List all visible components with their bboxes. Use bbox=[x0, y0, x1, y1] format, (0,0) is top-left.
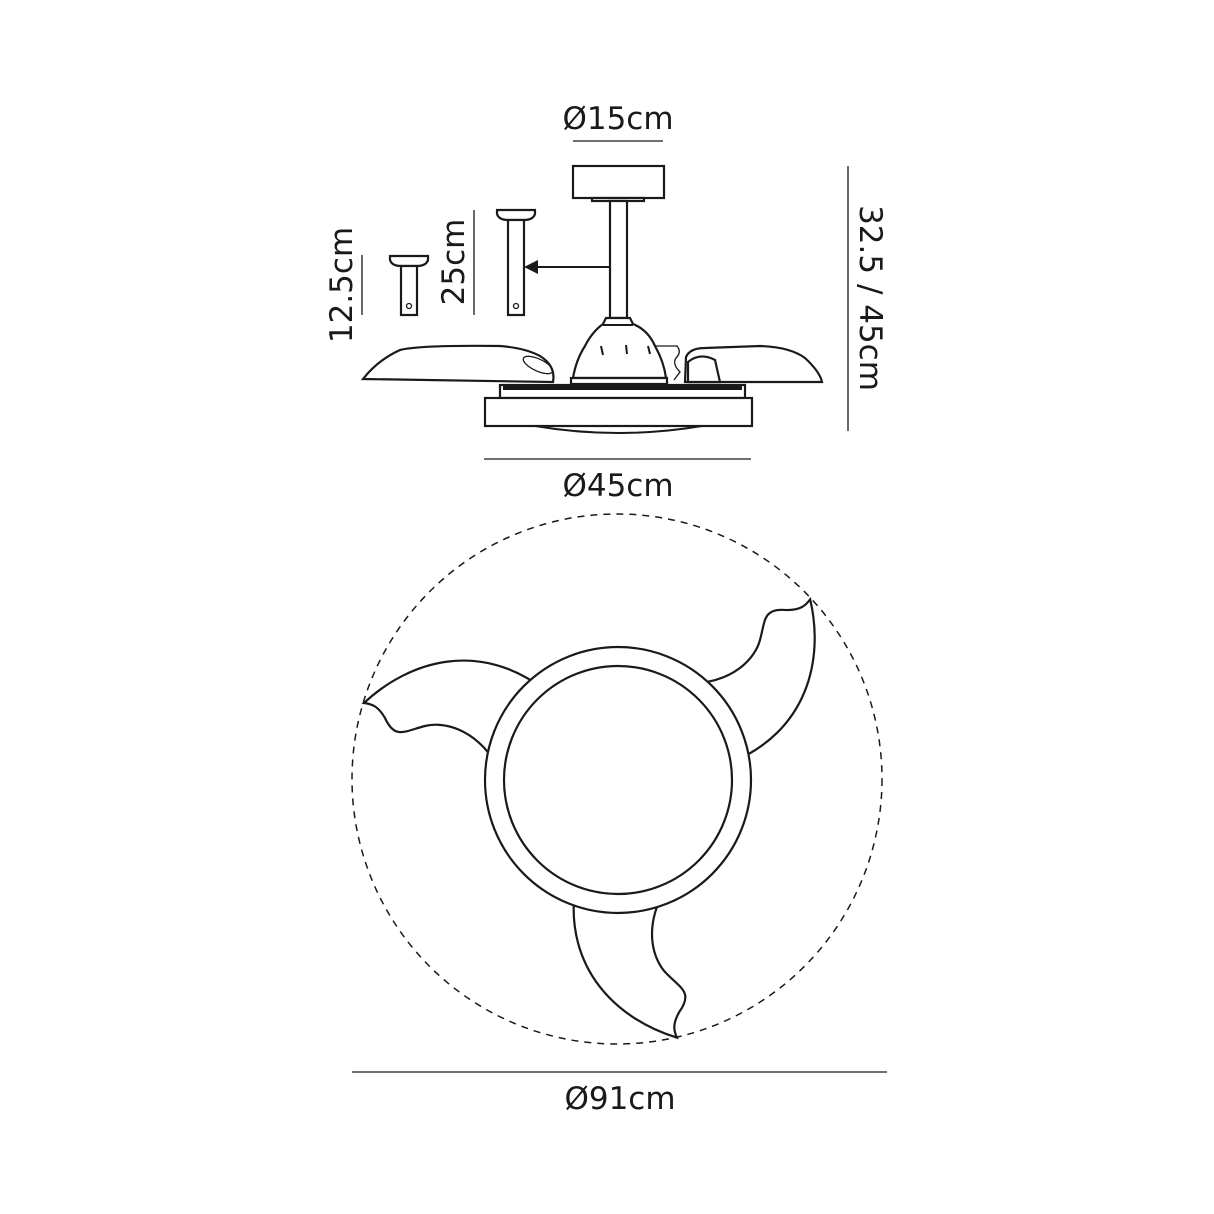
blade-3 bbox=[572, 885, 687, 1040]
side-blade-right bbox=[683, 344, 824, 384]
diffuser-dome bbox=[534, 425, 703, 434]
long-downrod-label: 25cm bbox=[436, 219, 472, 306]
arrow-head-icon bbox=[524, 260, 538, 274]
bottom-view: Ø91cm bbox=[351, 513, 887, 1117]
canopy bbox=[571, 164, 666, 200]
canopy-diameter-label: Ø15cm bbox=[562, 101, 673, 137]
height-label: 32.5 / 45cm bbox=[852, 205, 888, 391]
downrod bbox=[608, 199, 629, 320]
short-downrod-label: 12.5cm bbox=[324, 227, 360, 343]
side-blade-left bbox=[360, 344, 555, 384]
light-body bbox=[483, 396, 754, 428]
short-downrod bbox=[388, 254, 430, 317]
blade-sweep-circle bbox=[351, 513, 883, 1045]
long-downrod bbox=[495, 208, 537, 317]
side-view: Ø15cm 12.5cm 25cm bbox=[324, 101, 888, 504]
blade-span-label: Ø91cm bbox=[564, 1081, 675, 1117]
light-diffuser bbox=[502, 664, 734, 896]
body-diameter-label: Ø45cm bbox=[562, 468, 673, 504]
motor-housing bbox=[571, 316, 668, 380]
